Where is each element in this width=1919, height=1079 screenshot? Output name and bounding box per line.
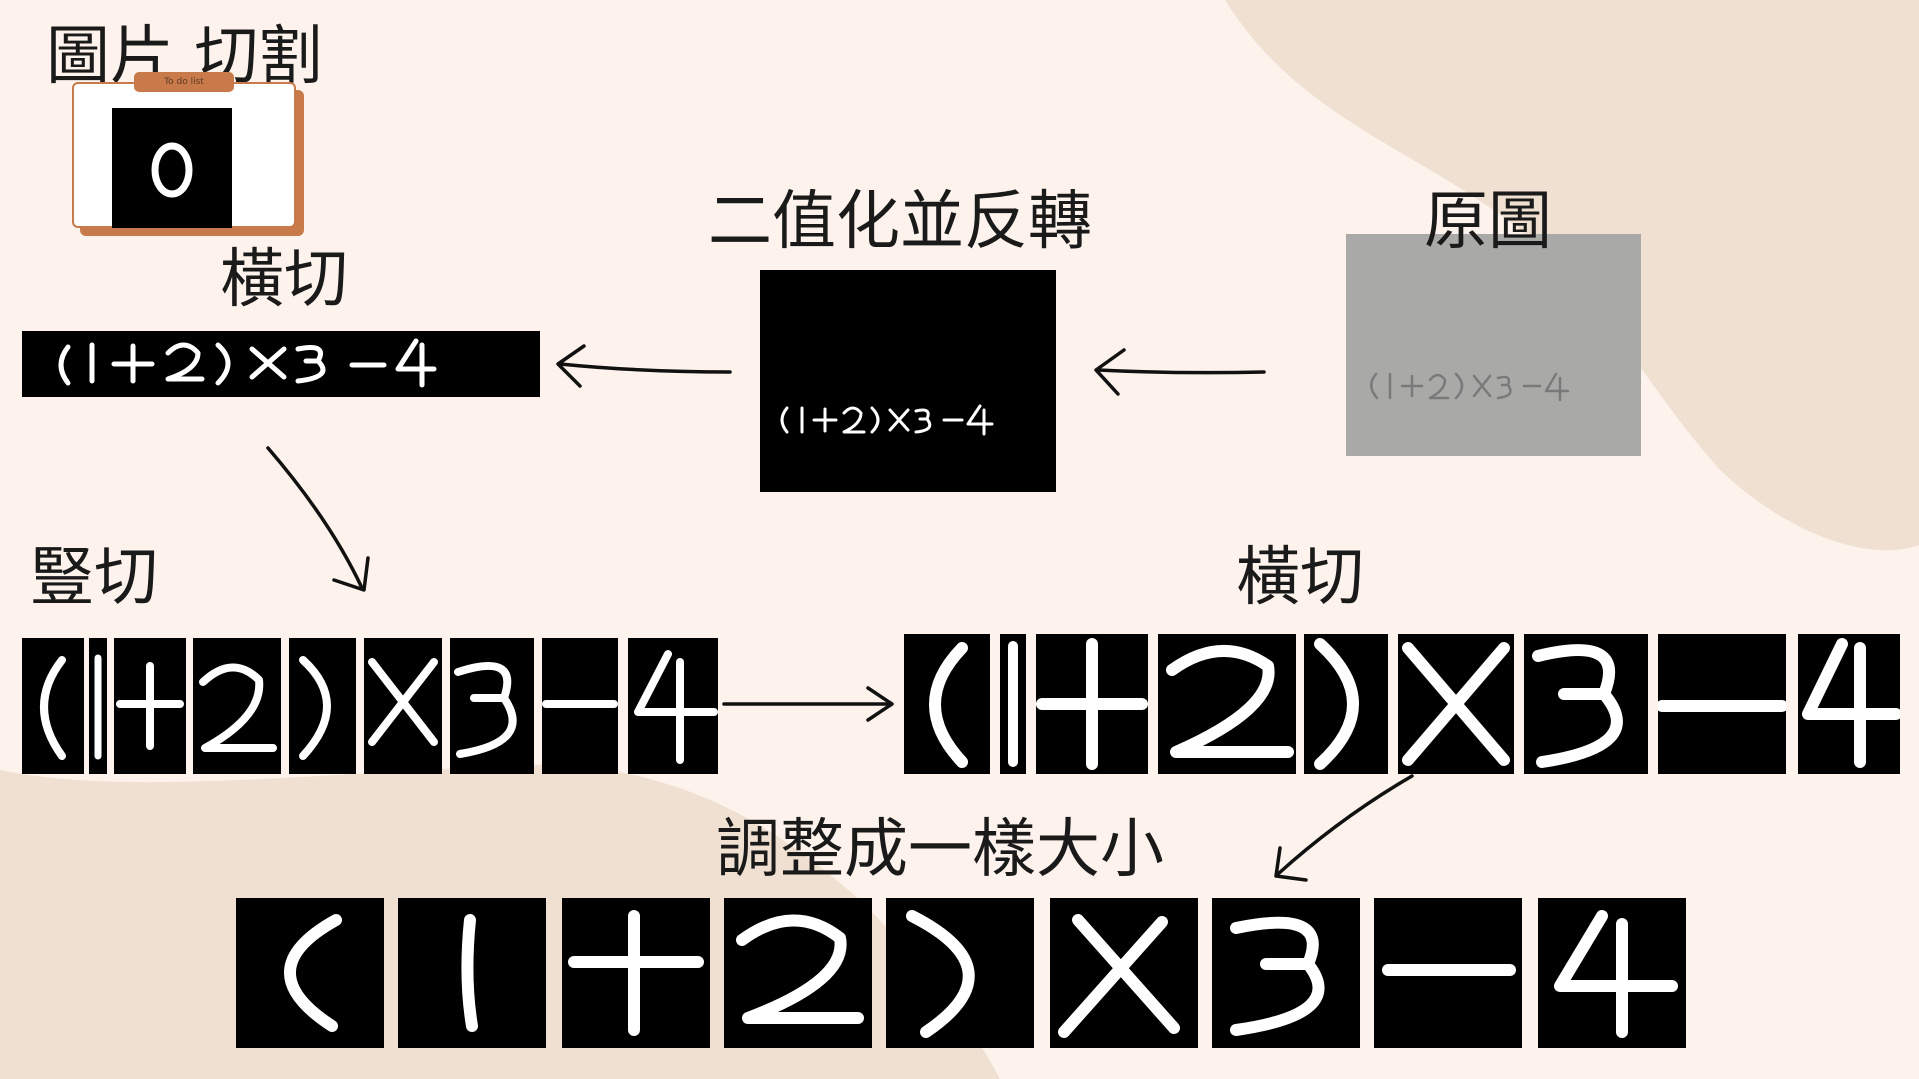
handwritten-expression-binarized <box>780 404 994 436</box>
resized-char-8 <box>1374 898 1522 1048</box>
hcut-char-5 <box>1304 634 1388 774</box>
vcut-char-9 <box>628 638 718 774</box>
digit-image <box>112 108 232 228</box>
vcut-char-3 <box>114 638 186 774</box>
handwritten-expression-strip <box>58 338 437 388</box>
vcut-char-1 <box>22 638 84 774</box>
resized-char-7 <box>1212 898 1360 1048</box>
horizontal-strip-image <box>22 331 540 397</box>
vertical-cut-label: 豎切 <box>30 541 158 615</box>
hcut-char-7 <box>1524 634 1648 774</box>
hcut-char-2 <box>1000 634 1026 774</box>
vcut-char-8 <box>542 638 618 774</box>
hcut-char-3 <box>1036 634 1148 774</box>
resized-char-5 <box>886 898 1034 1048</box>
binarize-label: 二值化並反轉 <box>708 185 1092 259</box>
original-image <box>1346 234 1641 456</box>
hcut-char-6 <box>1398 634 1514 774</box>
resize-label: 調整成一樣大小 <box>716 813 1164 887</box>
hcut-char-4 <box>1158 634 1296 774</box>
vcut-char-5 <box>289 638 356 774</box>
hcut-char-1 <box>904 634 990 774</box>
vcut-char-6 <box>364 638 442 774</box>
handwritten-expression-gray <box>1370 372 1570 402</box>
digit-zero-glyph <box>151 142 193 198</box>
resized-char-4 <box>724 898 872 1048</box>
resized-char-6 <box>1050 898 1198 1048</box>
hcut-char-9 <box>1798 634 1900 774</box>
resized-char-2 <box>398 898 546 1048</box>
vcut-char-2 <box>89 638 107 774</box>
resized-char-3 <box>562 898 710 1048</box>
digit-card: To do list <box>72 72 304 236</box>
vcut-char-4 <box>193 638 281 774</box>
binarized-image <box>760 270 1056 492</box>
vcut-char-7 <box>450 638 534 774</box>
resized-char-9 <box>1538 898 1686 1048</box>
horizontal-cut-label-1: 橫切 <box>220 243 348 317</box>
resized-char-1 <box>236 898 384 1048</box>
card-tab-label: To do list <box>134 72 234 92</box>
original-label: 原圖 <box>1424 185 1552 259</box>
hcut-char-8 <box>1658 634 1786 774</box>
horizontal-cut-label-2: 橫切 <box>1236 541 1364 615</box>
